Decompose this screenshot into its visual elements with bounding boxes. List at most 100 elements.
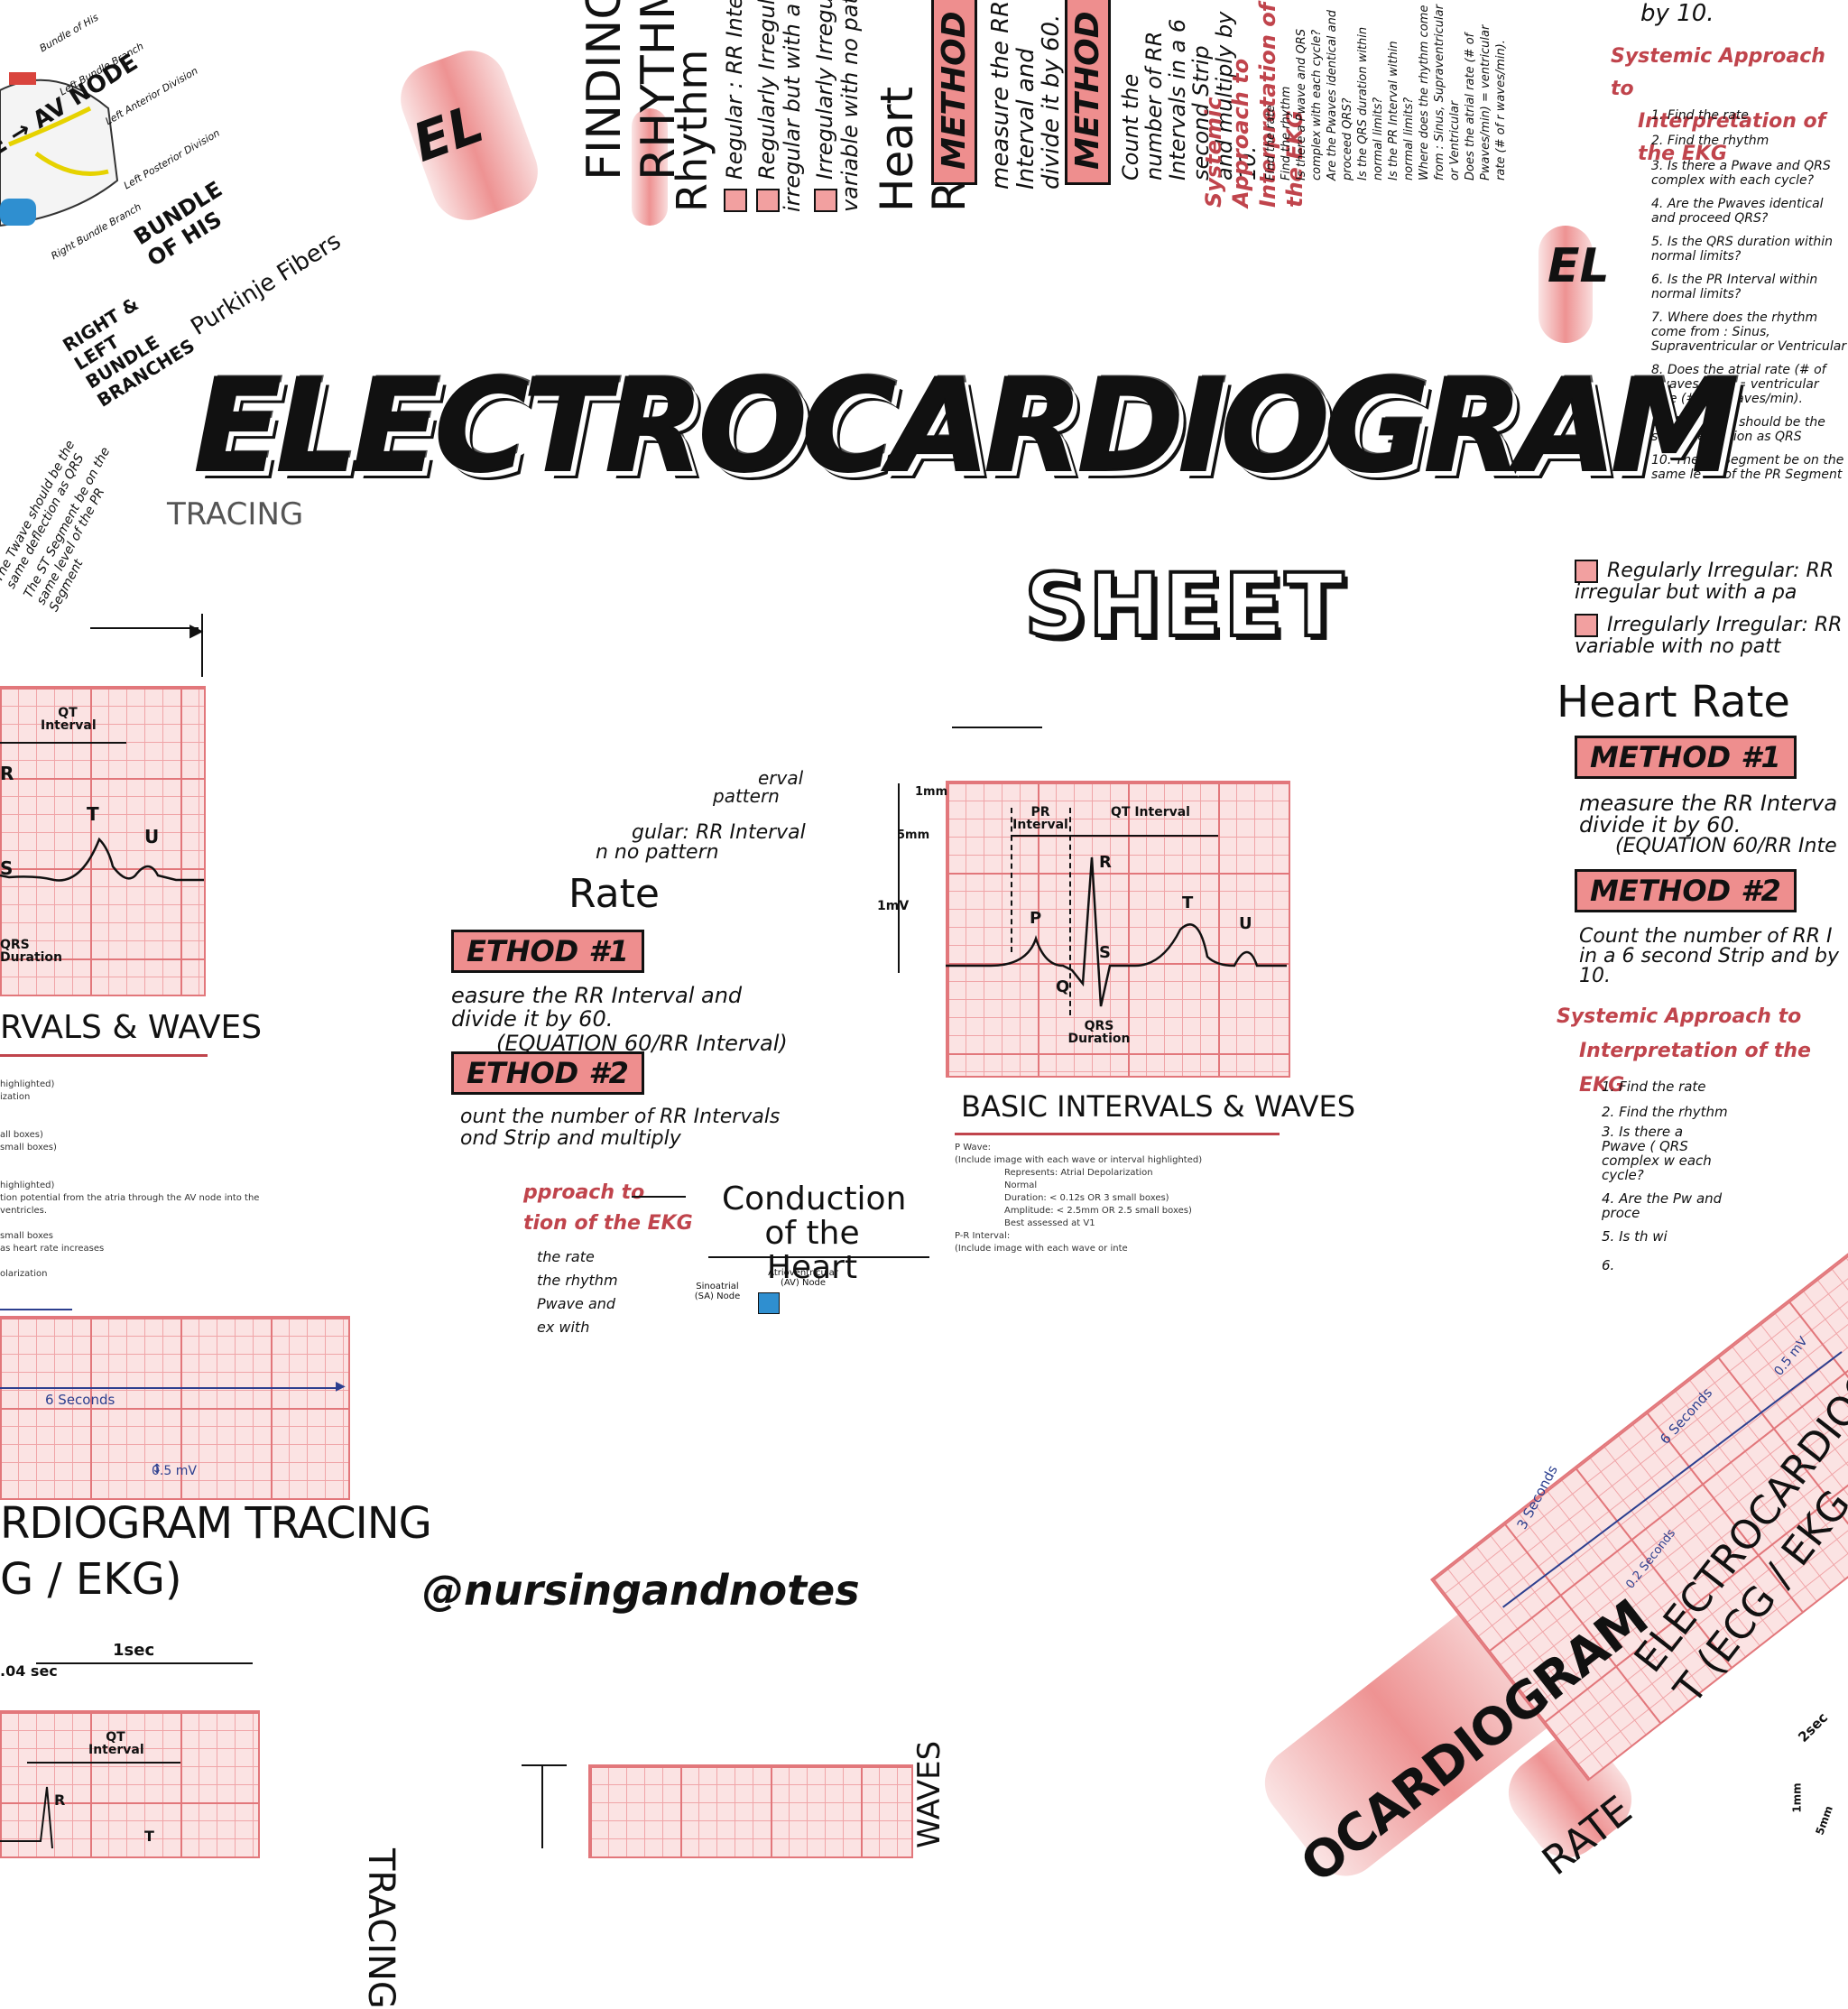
center-notes: P Wave: (Include image with each wave or… (955, 1143, 1203, 1254)
left-arrow-top (90, 627, 199, 629)
conduction-card-heading: Conduction of the Heart (722, 1180, 907, 1286)
arrow-right-icon: ▶ (189, 619, 204, 641)
pr-dash (1011, 808, 1012, 952)
systemic-step: 7. Where does the rhythm come from : Sin… (1651, 310, 1847, 354)
ecg-grid-center (946, 781, 1290, 1078)
method2-badge-center: ETHOD #2 (451, 1051, 644, 1095)
point04-label: .04 sec (0, 1662, 58, 1680)
method2-text-right: Count the number of RR I in a 6 second S… (1579, 925, 1840, 987)
six-sec-top-arrow (0, 1309, 72, 1310)
method1-eq-right: (EQUATION 60/RR Inte (1615, 835, 1837, 857)
one-sec-label: 1sec (113, 1641, 155, 1660)
r-label: R (1099, 853, 1112, 872)
el-fragment-right: EL (1548, 239, 1610, 293)
conduction-card-line (708, 1256, 929, 1258)
center-caption-underline (955, 1133, 1280, 1135)
tracing-word-bottom: TRACING (360, 1848, 402, 2009)
qrs-dash (1069, 808, 1071, 1015)
t-label-left: T (87, 803, 99, 825)
qt-label-bottom: QT Interval (88, 1730, 144, 1757)
systemic-step: 1. Find the rate (1651, 108, 1749, 123)
systemic-step: 4. Are the Pwaves identical and proceed … (1651, 197, 1824, 226)
mm1-label: 1mm (915, 785, 948, 799)
center-card: erval pattern gular: RR Interval n no pa… (451, 767, 806, 1150)
systemic-step: 9. The Twave should be the same deflecti… (1651, 415, 1825, 444)
method1-badge-center: ETHOD #1 (451, 930, 644, 973)
checkbox-icon (1575, 614, 1598, 637)
instagram-handle: @nursingandnotes (422, 1566, 860, 1615)
systemic-step: 10. The ST Segment be on the same level … (1651, 453, 1844, 482)
one-sec-arrow (36, 1662, 253, 1664)
qt-arrow-bottom (27, 1762, 180, 1764)
mm5-rot-label: 5mm (1813, 1803, 1835, 1838)
systemic-list-right-top: 1. Find the rate 2. Find the rhythm 3. I… (1651, 108, 1848, 482)
six-seconds-label: 6 Seconds (45, 1392, 116, 1408)
bottom-bracket-vert (541, 1764, 543, 1848)
rhythm-item-regular: Regular : RR Interval (722, 0, 747, 180)
method1-text-top: measure the RR Interval and divide it by… (987, 0, 1065, 190)
qt-arrow-left (0, 742, 126, 744)
rhythm-item-reg-irreg: Regularly Irregular: RR Interval irregul… (754, 0, 805, 212)
s-label-left: S (0, 857, 14, 879)
center-caption: BASIC INTERVALS & WAVES (961, 1089, 1356, 1124)
by10-text: by 10. (1640, 0, 1714, 27)
av-node-tiny: Atrioventricular (AV) Node (768, 1268, 838, 1288)
systemic-heading-right: Systemic Approach to Interpretation of t… (1557, 1005, 1811, 1097)
qt-arrow (1069, 835, 1218, 837)
heart-diagram (0, 54, 126, 235)
mv-label: 1mV (877, 899, 910, 913)
left-caption-underline (0, 1054, 208, 1057)
qrs-label: QRS Duration (1067, 1019, 1131, 1046)
brush-top-mid (632, 108, 668, 226)
systemic-list-top: Find the rate Find the rhythm Is there a… (1264, 5, 1508, 181)
p-label: P (1030, 909, 1042, 928)
method1-badge-right: METHOD #1 (1575, 736, 1797, 779)
arrow-right-icon: ▶ (336, 1379, 346, 1393)
r-label-left: R (0, 763, 14, 784)
pr-label: PR Interval (1012, 805, 1068, 832)
heart-icon (0, 72, 119, 227)
rhythm-item-irreg-irreg: Irregularly Irregular: RR Interval varia… (812, 0, 863, 212)
rhythm-heading: Rhythm (668, 49, 716, 212)
systemic-step: 6. Is the PR Interval within normal limi… (1651, 273, 1818, 301)
bottom-bracket (522, 1764, 567, 1766)
page-title: ELECTROCARDIOGRAM (193, 351, 1740, 502)
method1-text-right: measure the RR Interva divide it by 60. (1579, 791, 1838, 838)
method2-badge-top: METHOD #2 (1065, 0, 1111, 185)
pr-arrow (1011, 835, 1069, 837)
rhythm-block: Rhythm Regular : RR Interval Regularly I… (668, 0, 863, 212)
ecg-grid-bottom-left (0, 1710, 260, 1858)
ecg-trace-bottom-left (0, 1786, 53, 1848)
qrs-duration-left: QRS Duration (0, 938, 63, 965)
checkbox-icon (724, 189, 747, 212)
heart-label-bundle: Bundle of His (37, 11, 101, 55)
two-sec-label: 2sec (1795, 1709, 1832, 1745)
u-label: U (1239, 914, 1252, 933)
tracing-title-left: RDIOGRAM TRACING (0, 1498, 432, 1549)
systemic-step: 5. Is the QRS duration within normal lim… (1651, 235, 1834, 264)
waves-word-bottom: WAVES (911, 1740, 947, 1848)
heart-rate-heading-right: Heart Rate (1557, 677, 1790, 727)
left-notes: highlighted)ization all boxes)small boxe… (0, 1079, 260, 1279)
qt-label-left: QT Interval (41, 706, 97, 733)
t-label-bottom: T (144, 1828, 154, 1845)
rhythm-right-items: Regularly Irregular: RR irregular but wi… (1575, 560, 1843, 658)
checkbox-icon (814, 189, 837, 212)
brush-right (1538, 226, 1593, 343)
checkbox-icon (1575, 560, 1598, 583)
ecg-grid-bottom-center (588, 1764, 913, 1858)
left-caption: RVALS & WAVES (0, 1009, 263, 1046)
u-label-left: U (144, 826, 160, 847)
page-subtitle: SHEET (1022, 553, 1346, 658)
systemic-list-left-rot: The Twave should be the same deflection … (0, 438, 114, 615)
ecg-trace-left (0, 837, 204, 882)
qt-label: QT Interval (1111, 805, 1190, 819)
center-redline (632, 1196, 686, 1198)
updown-arrow-icon: ↕ (152, 1462, 162, 1477)
systemic-heading-right-top: Systemic Approach to Interpretation of t… (1611, 45, 1826, 165)
tracing-title-left2: G / EKG) (0, 1554, 182, 1605)
center-top-arrow (952, 727, 1042, 728)
method2-badge-right: METHOD #2 (1575, 869, 1797, 912)
systemic-list-right: 1. Find the rate 2. Find the rhythm 3. I… (1602, 1079, 1728, 1273)
